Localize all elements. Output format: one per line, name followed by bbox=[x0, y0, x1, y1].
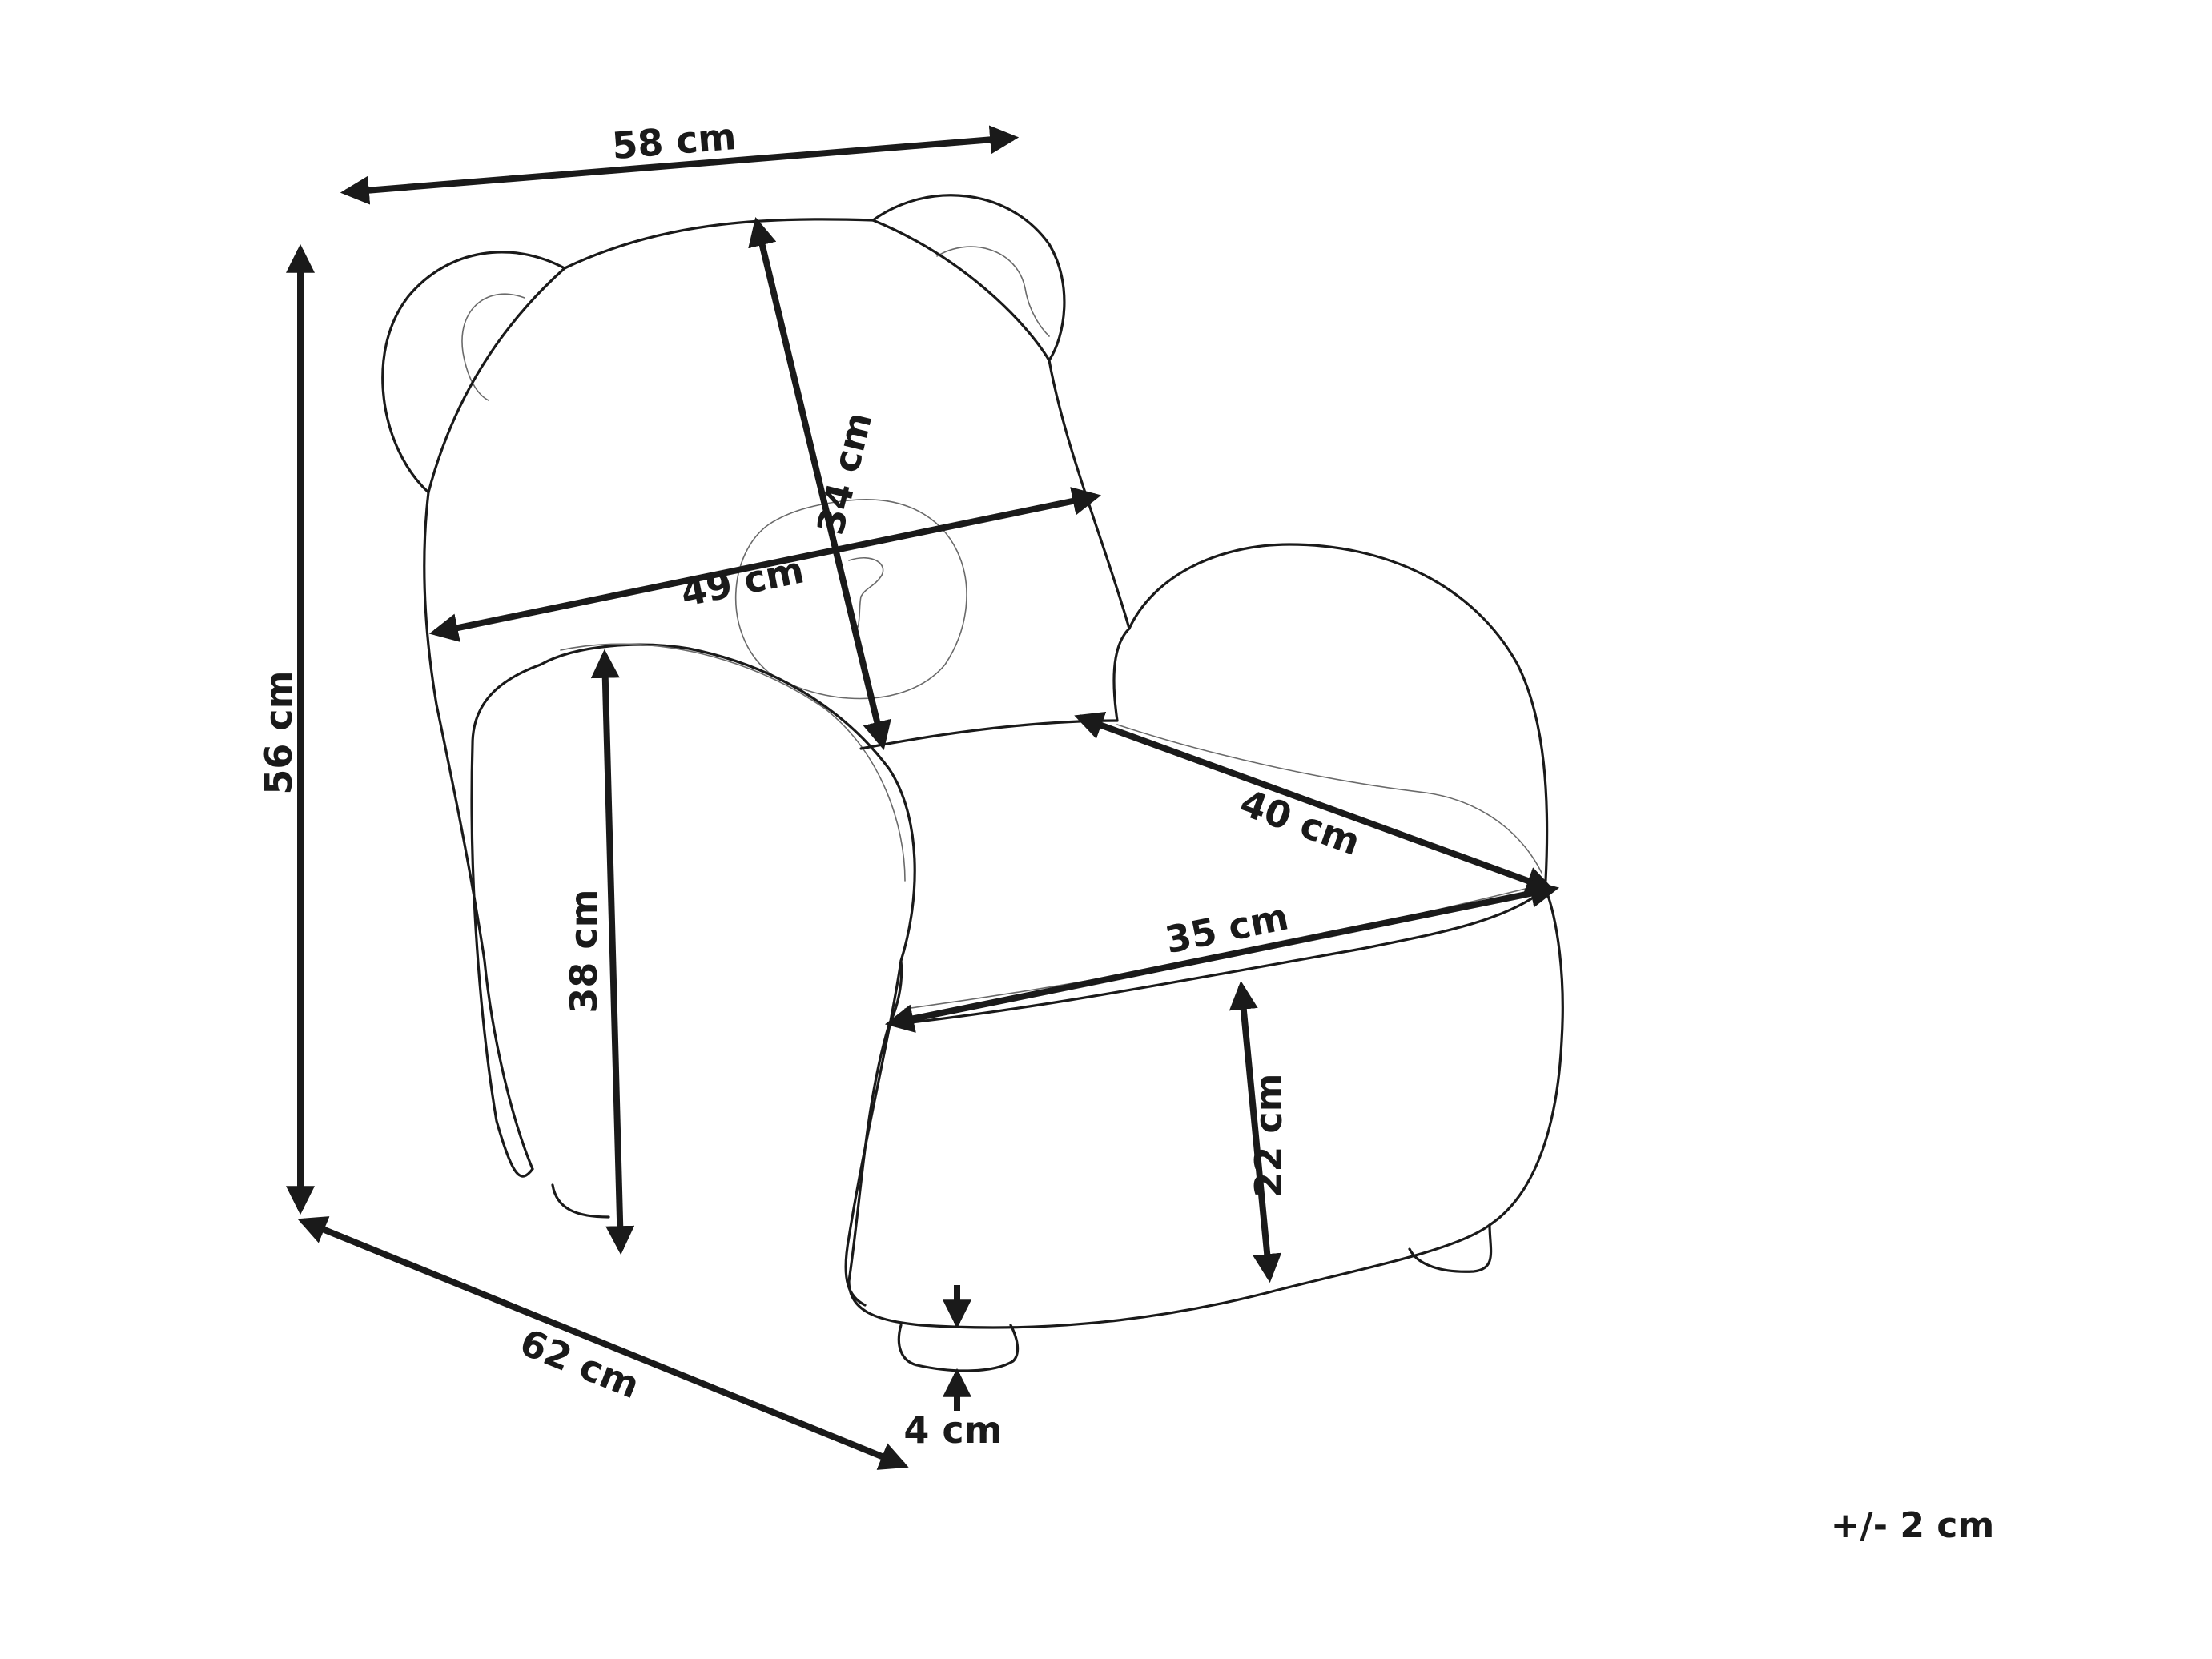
left-back-foot bbox=[551, 1183, 610, 1219]
left-ear-inner bbox=[461, 293, 525, 401]
front-foot bbox=[897, 1324, 1020, 1372]
front-base bbox=[847, 887, 1564, 1329]
label-height-total: 56 cm bbox=[257, 670, 300, 794]
right-ear-inner bbox=[936, 246, 1050, 337]
dim-line-seat-width bbox=[884, 879, 1560, 1033]
dim-line-armrest-height bbox=[590, 649, 635, 1255]
label-armrest-height: 38 cm bbox=[562, 889, 605, 1013]
label-seat-height: 22 cm bbox=[1247, 1073, 1290, 1197]
dim-line-seat-height bbox=[1229, 980, 1282, 1283]
dim-line-backrest-width bbox=[428, 487, 1102, 642]
label-seat-width: 35 cm bbox=[1161, 894, 1292, 962]
seat-back-edge bbox=[859, 719, 1119, 750]
left-armrest-front bbox=[470, 663, 542, 1178]
right-ear bbox=[871, 194, 1066, 362]
dim-line-seat-depth bbox=[1074, 711, 1555, 895]
dim-line-backrest-height bbox=[748, 217, 891, 750]
label-backrest-width: 49 cm bbox=[677, 548, 807, 615]
right-armrest-inner bbox=[1112, 627, 1131, 722]
label-leg-height: 4 cm bbox=[903, 1408, 1002, 1452]
dimension-lines bbox=[286, 125, 1560, 1470]
right-back-foot bbox=[1408, 1223, 1493, 1273]
tolerance-note: +/- 2 cm bbox=[1831, 1505, 1994, 1546]
dimension-labels: 58 cm 56 cm 62 cm 34 cm 49 cm 38 cm 40 c… bbox=[257, 114, 1994, 1546]
dim-line-width-top bbox=[340, 125, 1020, 205]
backrest-left-side bbox=[423, 491, 534, 1171]
bear-armchair-outline bbox=[381, 194, 1564, 1372]
dim-line-depth bbox=[297, 1216, 909, 1470]
label-seat-depth: 40 cm bbox=[1234, 781, 1365, 864]
label-width-top: 58 cm bbox=[610, 114, 738, 167]
left-ear bbox=[381, 251, 566, 494]
